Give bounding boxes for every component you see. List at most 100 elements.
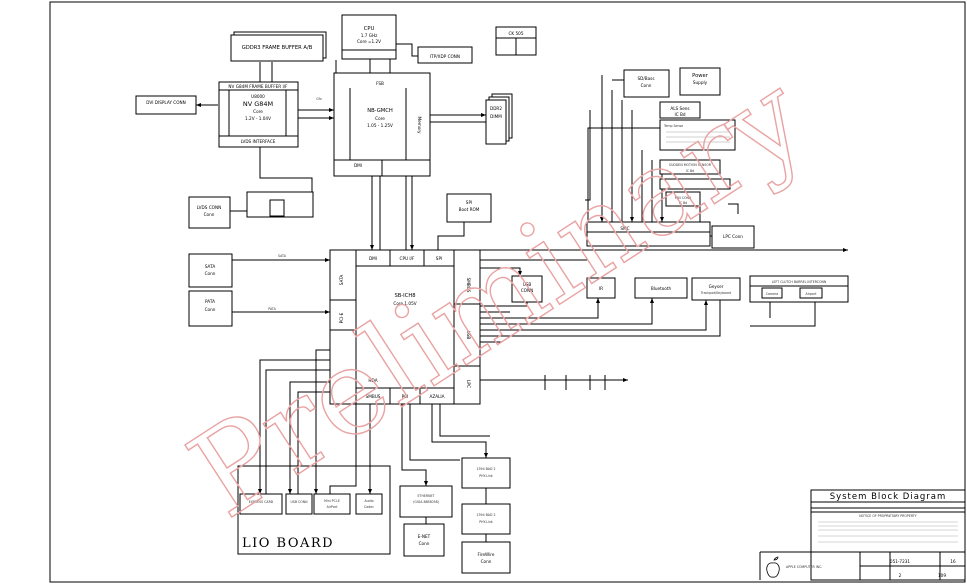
gmch-title: NB-GMCH xyxy=(367,108,393,114)
ddr2-title: DDR2 xyxy=(490,106,502,111)
bus-label-sata: SATA xyxy=(278,254,287,258)
arrowheads xyxy=(196,103,848,494)
title-block: System Block Diagram NOTICE OF PROPRIETA… xyxy=(759,489,966,581)
ddr2-block: DDR2 DIMM xyxy=(485,93,513,145)
enet-conn-title: E-NET xyxy=(418,534,431,539)
minipci-title: Mini PCI-E xyxy=(324,499,340,503)
enet-conn-block: E-NET Conn xyxy=(403,523,445,557)
ich-block: SB-ICH8 Core 1.05V DMI CPU I/F SPI SATA … xyxy=(329,249,481,405)
sms-sub: IC Bd xyxy=(686,169,694,173)
ck505-block: CK 505 xyxy=(495,26,537,56)
audio-title: Audio xyxy=(364,499,373,503)
fw2-sub: PHY-Link xyxy=(479,520,493,524)
cpu-freq: 1.7 GHz xyxy=(361,33,378,38)
smc-block: SMC xyxy=(586,221,711,247)
ich-smbus2: SMBUS xyxy=(366,394,381,399)
sensor-strip xyxy=(659,178,731,190)
minipci-sub: AirPort xyxy=(327,505,338,509)
gpu-header: NV G84M FRAME BUFFER I/F xyxy=(228,84,288,89)
apple-logo-icon xyxy=(766,556,780,578)
usb-conn-block: USB CONN xyxy=(511,275,543,303)
ir-block: IR xyxy=(586,277,616,299)
pata-title: PATA xyxy=(205,299,215,304)
gmch-memory: Memory xyxy=(417,116,422,134)
lio-board: LIO BOARD EXPRESS CARD USB CONN Mini PCI… xyxy=(237,465,391,555)
ich-smbus: SMBUS xyxy=(466,278,471,293)
geyser-block: Geyser Trackpad/Keyboard xyxy=(691,277,741,301)
ich-azalia: AZALIA xyxy=(429,394,444,399)
spi-sub: Boot ROM xyxy=(459,207,480,212)
sd-block: SD/Bass Conn xyxy=(623,69,670,98)
spi-block: SPI Boot ROM xyxy=(446,193,492,223)
firewire-phy-1: 1394 BAD 2 PHY-Link xyxy=(461,457,511,489)
lio-usb-title: USB CONN xyxy=(290,500,308,504)
fw1-title: 1394 BAD 2 xyxy=(477,467,496,471)
title-block-company: APPLE COMPUTER INC. xyxy=(786,565,822,569)
ddr2-sub: DIMM xyxy=(490,114,502,119)
dvi-block: DVI DISPLAY CONN xyxy=(135,95,197,115)
ethernet-block: ETHERNET (GIGA 88E8058) xyxy=(399,485,453,518)
left-clutch-airport: Airport xyxy=(806,292,818,296)
title-block-rev: 16 xyxy=(950,559,956,564)
sd-sub: Conn xyxy=(641,83,652,88)
gmch-fsb: FSB xyxy=(376,81,384,86)
ich-lpc: LPC xyxy=(466,380,471,388)
itp-title: ITP/XDP CONN xyxy=(430,54,460,59)
title-block-notice: NOTICE OF PROPRIETARY PROPERTY xyxy=(859,514,916,518)
title-block-title: System Block Diagram xyxy=(830,492,947,502)
ich-core: Core 1.05V xyxy=(393,301,416,306)
gpu-title: NV G84M xyxy=(243,100,273,108)
sheet-frame xyxy=(49,1,966,583)
lvds-sub: Conn xyxy=(204,212,215,217)
title-block-drawing-no: 051-7231 xyxy=(890,559,910,564)
firewire-conn-block: FireWire Conn xyxy=(461,541,511,574)
pata-block: PATA Conn xyxy=(188,290,233,327)
als-block: ALS Sens IC Bd xyxy=(659,101,701,119)
fan-block: FAN CONN IC Bd xyxy=(665,191,701,207)
ck505-title: CK 505 xyxy=(509,31,524,36)
usb-conn-title: USB xyxy=(523,282,532,287)
cpu-block: CPU 1.7 GHz Core =1.2V xyxy=(341,14,397,60)
gmch-block: NB-GMCH Core 1.05 - 1.25V FSB DMI Memory xyxy=(333,72,431,177)
gddr3-title: GDDR3 FRAME BUFFER A/B xyxy=(242,45,313,51)
fw-conn-title: FireWire xyxy=(478,552,495,557)
gddr3-block: GDDR3 FRAME BUFFER A/B xyxy=(230,31,327,62)
firewire-phy-2: 1394 BAD 2 PHY-Link xyxy=(461,503,511,535)
left-clutch-block: LEFT CLUTCH BARREL INTERCONN Camera Airp… xyxy=(749,275,849,303)
gpu-lvds: LVDS INTERFACE xyxy=(241,139,276,144)
left-clutch-title: LEFT CLUTCH BARREL INTERCONN xyxy=(772,280,827,284)
bluetooth-title: Bluetooth xyxy=(651,286,672,291)
lio-title: LIO BOARD xyxy=(242,536,334,551)
itp-block: ITP/XDP CONN xyxy=(417,46,473,64)
als-title: ALS Sens xyxy=(670,106,689,111)
enet-conn-sub: Conn xyxy=(419,541,430,546)
ich-usb: USB xyxy=(466,331,471,340)
power-sub: Supply xyxy=(693,80,708,85)
temp-block: Temp Sense xyxy=(659,119,736,151)
temp-title: Temp Sense xyxy=(663,124,683,128)
geyser-sub: Trackpad/Keyboard xyxy=(700,291,731,295)
sata-sub: Conn xyxy=(205,271,216,276)
lvds-block: LVDS CONN Conn xyxy=(188,191,314,229)
ich-dmi: DMI xyxy=(369,256,377,261)
sata-title: SATA xyxy=(205,264,216,269)
ich-hda: HDA xyxy=(368,378,377,383)
gpu-volt: 1.2V - 1.04V xyxy=(245,116,271,121)
gpu-core: Core xyxy=(253,109,263,114)
usb-conn-sub: CONN xyxy=(521,288,534,293)
gmch-volt: 1.05 - 1.25V xyxy=(367,123,393,128)
ethernet-sub: (GIGA 88E8058) xyxy=(413,500,439,504)
lpc-conn-block: LPC Conn xyxy=(711,225,755,249)
left-clutch-camera: Camera xyxy=(766,292,779,296)
ich-spi: SPI xyxy=(436,256,442,261)
sms-title: SUDDEN MOTION SENSOR xyxy=(669,163,712,167)
ich-pcie: PCI-E xyxy=(339,312,344,323)
ir-title: IR xyxy=(599,286,603,291)
title-block-of: 109 xyxy=(938,573,946,578)
als-sub: IC Bd xyxy=(674,112,685,117)
bus-label-gfx: Gfx xyxy=(316,97,322,101)
fw1-sub: PHY-Link xyxy=(479,474,493,478)
gpu-part: U8000 xyxy=(251,94,265,99)
